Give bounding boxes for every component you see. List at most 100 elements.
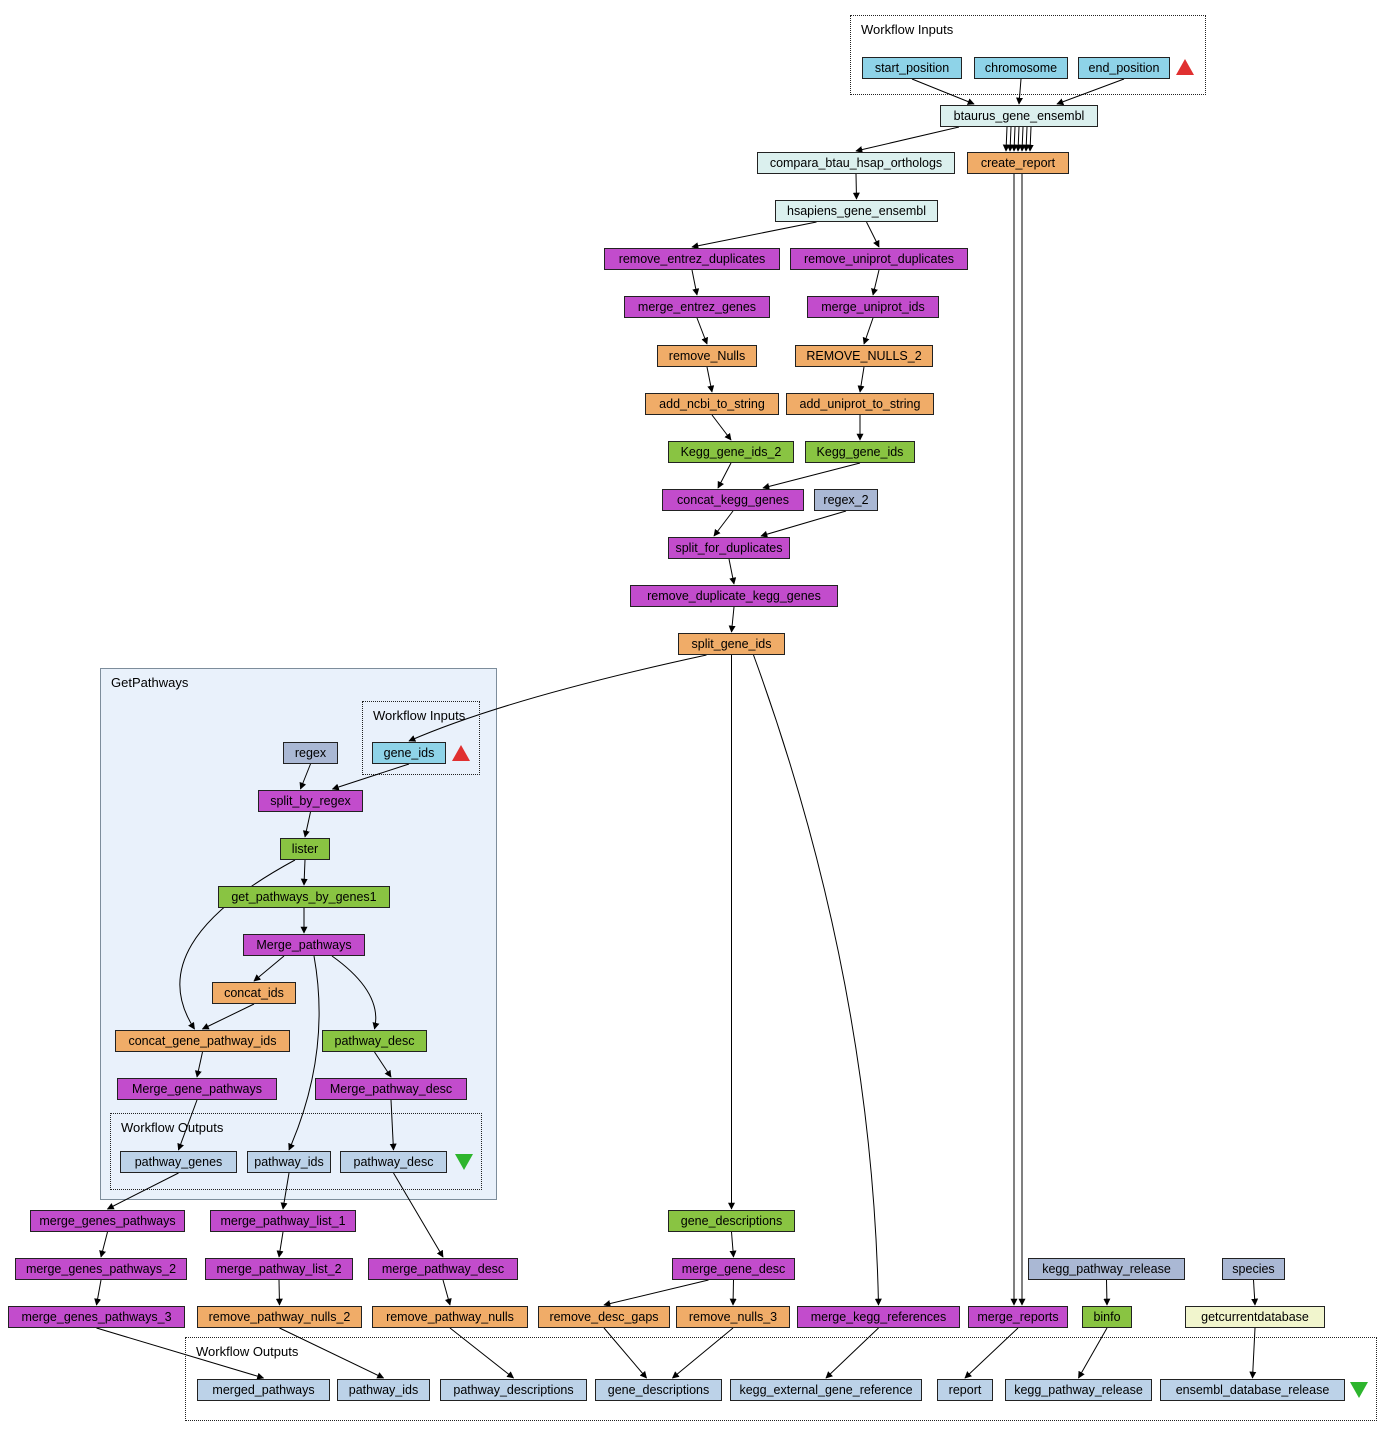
node-merge_pathway_list_2[interactable]: merge_pathway_list_2 [205, 1258, 353, 1280]
edge-btaurus_gene_ensembl-to-create_report [1006, 126, 1014, 152]
node-split_for_duplicates[interactable]: split_for_duplicates [668, 537, 790, 559]
group-top_inputs: Workflow Inputs [850, 15, 1206, 95]
edge-compara_btau_hsap_orthologs-to-hsapiens_gene_ensembl [852, 173, 860, 200]
node-o_merged_pathways[interactable]: merged_pathways [197, 1379, 330, 1401]
edge-btaurus_gene_ensembl-to-compara_btau_hsap_orthologs [855, 126, 960, 153]
node-btaurus_gene_ensembl[interactable]: btaurus_gene_ensembl [940, 105, 1098, 127]
node-lister[interactable]: lister [280, 838, 330, 860]
node-remove_pathway_nulls_2[interactable]: remove_pathway_nulls_2 [197, 1306, 362, 1328]
output-marker-icon [1350, 1382, 1368, 1398]
edge-concat_kegg_genes-to-split_for_duplicates [713, 510, 734, 537]
node-merge_genes_pathways_3[interactable]: merge_genes_pathways_3 [8, 1306, 185, 1328]
node-merge_kegg_references[interactable]: merge_kegg_references [797, 1306, 960, 1328]
node-merge_genes_pathways_2[interactable]: merge_genes_pathways_2 [15, 1258, 187, 1280]
node-REMOVE_NULLS_2[interactable]: REMOVE_NULLS_2 [795, 345, 933, 367]
output-marker-icon [455, 1154, 473, 1170]
edge-REMOVE_NULLS_2-to-add_uniprot_to_string [857, 366, 865, 393]
node-o_pathway_ids[interactable]: pathway_ids [337, 1379, 430, 1401]
node-o_kegg_pathway_release[interactable]: kegg_pathway_release [1005, 1379, 1152, 1401]
node-out_pathway_desc[interactable]: pathway_desc [340, 1151, 447, 1173]
node-Merge_pathways[interactable]: Merge_pathways [243, 934, 365, 956]
node-merge_genes_pathways[interactable]: merge_genes_pathways [30, 1210, 185, 1232]
node-pathway_desc_svc[interactable]: pathway_desc [322, 1030, 427, 1052]
node-merge_entrez_genes[interactable]: merge_entrez_genes [624, 296, 770, 318]
edge-hsapiens_gene_ensembl-to-remove_entrez_duplicates [691, 221, 817, 250]
group-label-gp_outputs: Workflow Outputs [121, 1120, 224, 1135]
node-split_gene_ids[interactable]: split_gene_ids [678, 633, 785, 655]
node-get_pathways_by_genes1[interactable]: get_pathways_by_genes1 [218, 886, 390, 908]
node-concat_ids[interactable]: concat_ids [212, 982, 296, 1004]
edge-remove_entrez_duplicates-to-merge_entrez_genes [691, 269, 700, 296]
node-Merge_gene_pathways[interactable]: Merge_gene_pathways [117, 1078, 277, 1100]
edge-gene_descriptions_svc-to-merge_gene_desc [729, 1231, 737, 1258]
node-in_chromosome[interactable]: chromosome [974, 57, 1068, 79]
node-in_start_position[interactable]: start_position [862, 57, 962, 79]
edge-merge_pathway_desc-to-remove_pathway_nulls [442, 1279, 452, 1306]
node-o_report[interactable]: report [937, 1379, 993, 1401]
edge-regex_2-to-split_for_duplicates [760, 510, 847, 538]
edge-merge_genes_pathways_2-to-merge_genes_pathways_3 [94, 1279, 102, 1306]
node-merge_pathway_desc[interactable]: merge_pathway_desc [368, 1258, 518, 1280]
node-split_by_regex[interactable]: split_by_regex [258, 790, 363, 812]
node-concat_kegg_genes[interactable]: concat_kegg_genes [662, 489, 804, 511]
node-gene_descriptions_svc[interactable]: gene_descriptions [668, 1210, 795, 1232]
input-marker-icon [1176, 59, 1194, 75]
node-add_ncbi_to_string[interactable]: add_ncbi_to_string [645, 393, 779, 415]
edge-btaurus_gene_ensembl-to-create_report [1026, 126, 1034, 152]
edge-split_gene_ids-to-merge_kegg_references [753, 654, 882, 1306]
node-o_ensembl_database_release[interactable]: ensembl_database_release [1160, 1379, 1345, 1401]
edge-merge_pathway_list_2-to-remove_pathway_nulls_2 [275, 1279, 283, 1306]
node-merge_reports[interactable]: merge_reports [968, 1306, 1068, 1328]
node-add_uniprot_to_string[interactable]: add_uniprot_to_string [786, 393, 934, 415]
node-compara_btau_hsap_orthologs[interactable]: compara_btau_hsap_orthologs [757, 152, 955, 174]
node-remove_desc_gaps[interactable]: remove_desc_gaps [538, 1306, 670, 1328]
node-remove_entrez_duplicates[interactable]: remove_entrez_duplicates [604, 248, 780, 270]
edge-hsapiens_gene_ensembl-to-remove_uniprot_duplicates [866, 221, 880, 248]
node-out_pathway_genes[interactable]: pathway_genes [120, 1151, 237, 1173]
node-species[interactable]: species [1222, 1258, 1285, 1280]
node-remove_Nulls[interactable]: remove_Nulls [657, 345, 757, 367]
node-o_pathway_descriptions[interactable]: pathway_descriptions [440, 1379, 587, 1401]
edge-remove_Nulls-to-add_ncbi_to_string [706, 366, 715, 393]
edge-merge_entrez_genes-to-remove_Nulls [696, 317, 709, 345]
edge-merge_gene_desc-to-remove_nulls_3 [729, 1279, 737, 1306]
edge-merge_pathway_list_1-to-merge_pathway_list_2 [276, 1231, 284, 1258]
node-in_end_position[interactable]: end_position [1078, 57, 1170, 79]
node-binfo[interactable]: binfo [1082, 1306, 1132, 1328]
node-Merge_pathway_desc[interactable]: Merge_pathway_desc [315, 1078, 467, 1100]
node-remove_uniprot_duplicates[interactable]: remove_uniprot_duplicates [790, 248, 968, 270]
node-out_pathway_ids[interactable]: pathway_ids [247, 1151, 331, 1173]
edge-remove_duplicate_kegg_genes-to-split_gene_ids [728, 606, 736, 633]
edge-Kegg_gene_ids-to-concat_kegg_genes [762, 462, 861, 490]
edge-merge_genes_pathways-to-merge_genes_pathways_2 [99, 1231, 108, 1258]
edge-merge_uniprot_ids-to-REMOVE_NULLS_2 [862, 317, 874, 345]
edge-kegg_pathway_release_const-to-binfo [1103, 1279, 1111, 1306]
node-merge_gene_desc[interactable]: merge_gene_desc [672, 1258, 795, 1280]
edge-add_ncbi_to_string-to-Kegg_gene_ids_2 [711, 414, 732, 441]
node-gp_regex[interactable]: regex [283, 742, 338, 764]
node-regex_2[interactable]: regex_2 [814, 489, 878, 511]
node-Kegg_gene_ids[interactable]: Kegg_gene_ids [805, 441, 915, 463]
node-remove_nulls_3[interactable]: remove_nulls_3 [676, 1306, 790, 1328]
group-label-bottom_outputs: Workflow Outputs [196, 1344, 299, 1359]
node-create_report[interactable]: create_report [967, 152, 1069, 174]
edge-split_for_duplicates-to-remove_duplicate_kegg_genes [728, 558, 737, 585]
node-remove_pathway_nulls[interactable]: remove_pathway_nulls [372, 1306, 528, 1328]
node-merge_pathway_list_1[interactable]: merge_pathway_list_1 [210, 1210, 356, 1232]
node-o_kegg_external_gene_reference[interactable]: kegg_external_gene_reference [730, 1379, 922, 1401]
edge-btaurus_gene_ensembl-to-create_report [1022, 126, 1030, 152]
node-remove_duplicate_kegg_genes[interactable]: remove_duplicate_kegg_genes [630, 585, 838, 607]
edge-remove_uniprot_duplicates-to-merge_uniprot_ids [871, 269, 880, 296]
node-hsapiens_gene_ensembl[interactable]: hsapiens_gene_ensembl [775, 200, 938, 222]
node-gp_gene_ids[interactable]: gene_ids [372, 742, 446, 764]
edge-btaurus_gene_ensembl-to-create_report [1002, 126, 1010, 152]
node-concat_gene_pathway_ids[interactable]: concat_gene_pathway_ids [115, 1030, 290, 1052]
input-marker-icon [452, 745, 470, 761]
group-label-top_inputs: Workflow Inputs [861, 22, 954, 37]
node-o_gene_descriptions[interactable]: gene_descriptions [595, 1379, 722, 1401]
node-kegg_pathway_release_const[interactable]: kegg_pathway_release [1028, 1258, 1185, 1280]
node-Kegg_gene_ids_2[interactable]: Kegg_gene_ids_2 [668, 441, 794, 463]
node-merge_uniprot_ids[interactable]: merge_uniprot_ids [807, 296, 939, 318]
node-getcurrentdatabase[interactable]: getcurrentdatabase [1185, 1306, 1325, 1328]
